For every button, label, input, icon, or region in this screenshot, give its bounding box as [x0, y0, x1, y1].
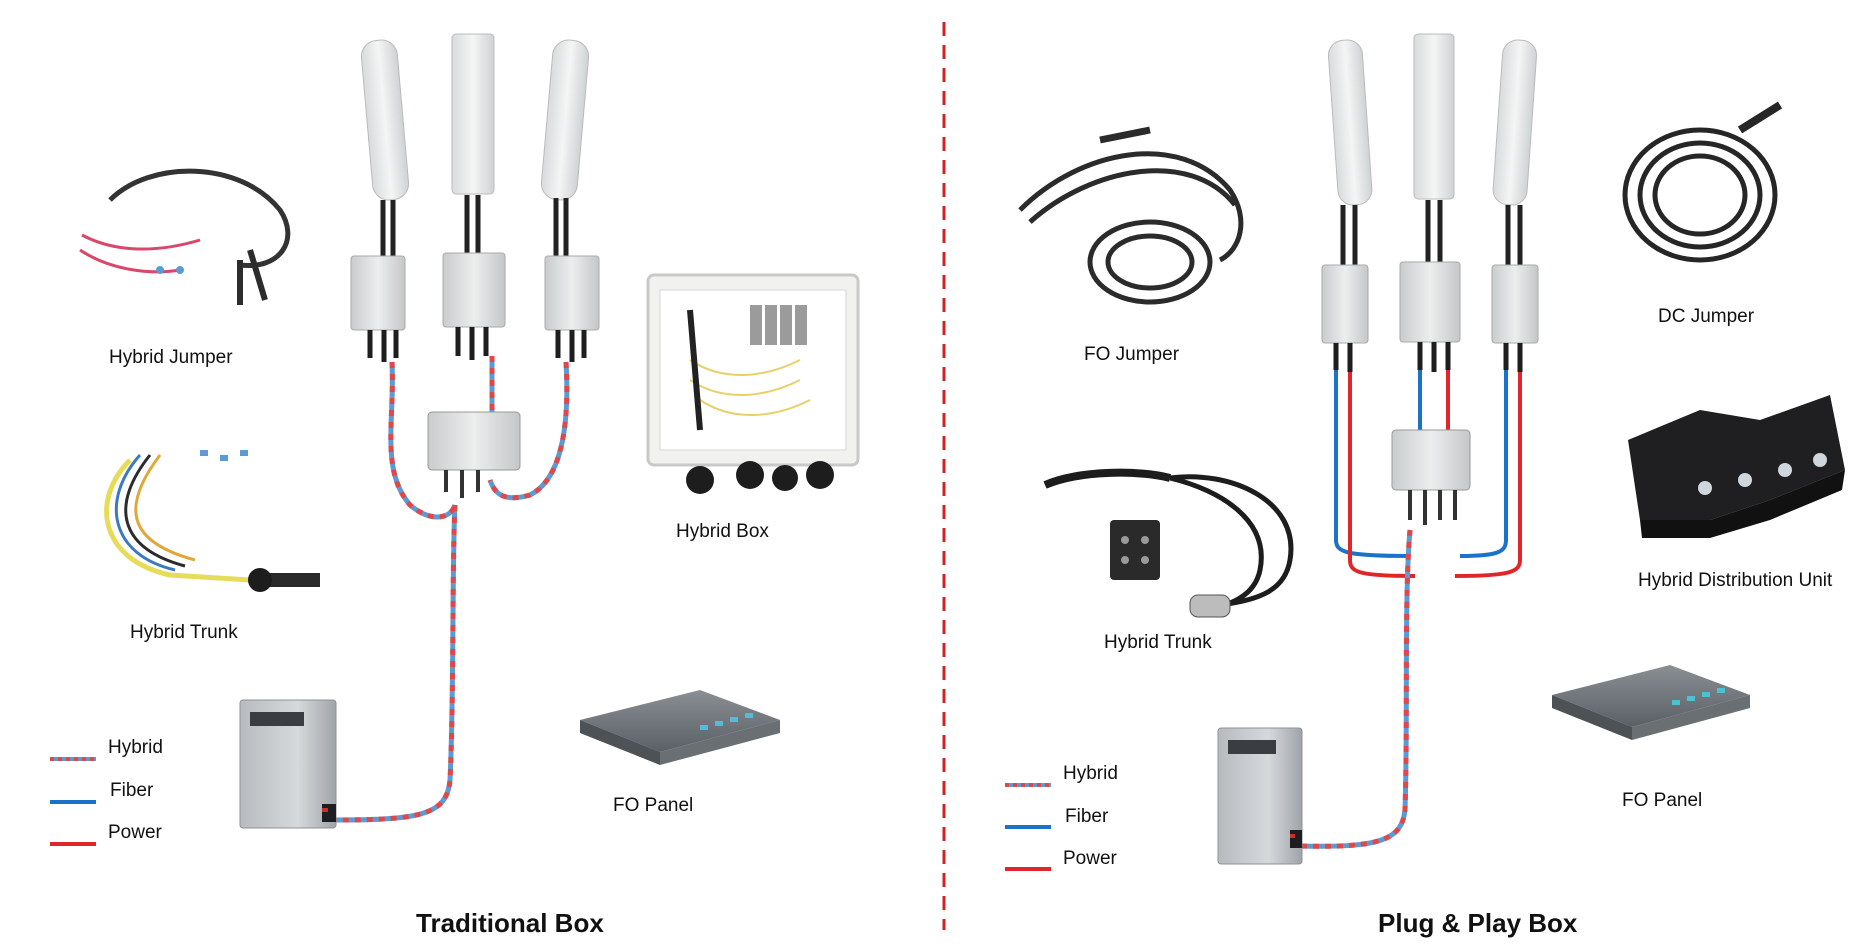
- label-hybrid-trunk-left: Hybrid Trunk: [130, 622, 238, 643]
- label-hybrid-distribution-unit: Hybrid Distribution Unit: [1638, 570, 1833, 591]
- fo-jumper-illustration: [1018, 126, 1244, 305]
- rru-2: [442, 252, 506, 328]
- rru-3: [544, 255, 600, 331]
- hybrid-distribution-unit-illustration: [1628, 395, 1845, 538]
- title-plug-and-play-box: Plug & Play Box: [1378, 908, 1578, 938]
- left-hybrid-cables: [334, 356, 570, 823]
- right-distribution-unit-box: [1391, 429, 1471, 491]
- left-fo-panel-illustration: [580, 690, 780, 765]
- dc-jumper-illustration: [1622, 101, 1783, 263]
- right-hybrid-trunk-illustration: [1043, 468, 1294, 618]
- left-splice-box: [427, 411, 521, 471]
- legend-hybrid-label-left: Hybrid: [108, 737, 163, 758]
- right-fo-panel-illustration: [1552, 665, 1750, 740]
- label-fo-jumper: FO Jumper: [1084, 344, 1180, 365]
- right-hybrid-trunk-cable: [1299, 529, 1413, 849]
- hybrid-jumper-illustration: [79, 168, 291, 305]
- label-fo-panel-right: FO Panel: [1622, 790, 1703, 811]
- right-fiber-cables: [1334, 370, 1508, 558]
- hybrid-trunk-illustration: [104, 450, 320, 592]
- legend-power-label-right: Power: [1063, 848, 1117, 869]
- right-rru-units: [1321, 261, 1539, 372]
- left-antenna-array: [360, 33, 590, 258]
- antenna-2: [451, 33, 495, 195]
- right-power-cables: [1348, 370, 1522, 578]
- legend-fiber-label-right: Fiber: [1065, 806, 1109, 827]
- rru-1: [350, 255, 406, 331]
- left-legend: [50, 757, 96, 846]
- label-hybrid-trunk-right: Hybrid Trunk: [1104, 632, 1212, 653]
- label-hybrid-box: Hybrid Box: [676, 521, 769, 542]
- right-cabinet: [1217, 727, 1303, 865]
- label-hybrid-jumper: Hybrid Jumper: [109, 347, 233, 368]
- left-rru-units: [350, 252, 600, 362]
- left-cabinet: [239, 699, 337, 829]
- label-fo-panel-left: FO Panel: [613, 795, 694, 816]
- legend-hybrid-label-right: Hybrid: [1063, 763, 1118, 784]
- hybrid-box-illustration: [646, 273, 860, 494]
- right-legend: [1005, 783, 1051, 871]
- legend-fiber-label-left: Fiber: [110, 780, 154, 801]
- antenna-3: [540, 39, 590, 201]
- title-traditional-box: Traditional Box: [416, 908, 604, 938]
- right-antenna-array: [1327, 33, 1538, 266]
- legend-power-label-left: Power: [108, 822, 162, 843]
- label-dc-jumper: DC Jumper: [1658, 306, 1755, 327]
- antenna-1: [360, 39, 410, 201]
